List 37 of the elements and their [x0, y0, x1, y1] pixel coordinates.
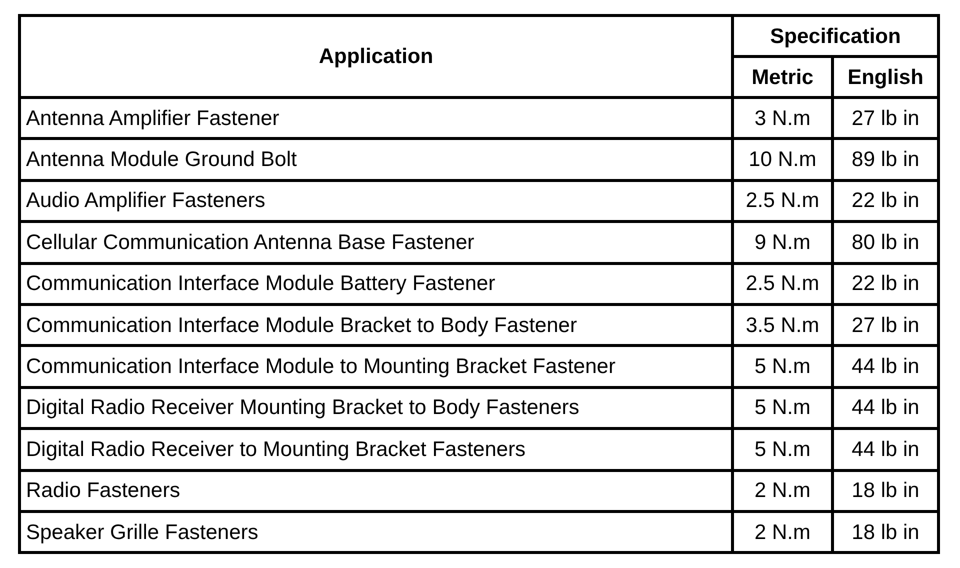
table-cell: Radio Fasteners: [20, 470, 732, 512]
table-cell: 10 N.m: [732, 138, 832, 180]
column-header: Metric: [732, 56, 832, 98]
table-cell: 2.5 N.m: [732, 180, 832, 222]
table-cell: 2 N.m: [732, 470, 832, 512]
table-cell: 22 lb in: [832, 180, 938, 222]
table-cell: 5 N.m: [732, 387, 832, 429]
table-cell: Cellular Communication Antenna Base Fastener: [20, 222, 732, 264]
table-cell: 2.5 N.m: [732, 263, 832, 304]
table-cell: Antenna Amplifier Fastener: [20, 98, 732, 139]
table-cell: 3.5 N.m: [732, 304, 832, 346]
table-cell: Audio Amplifier Fasteners: [20, 180, 732, 222]
column-header: Application: [20, 16, 732, 98]
table-cell: 44 lb in: [832, 387, 938, 429]
table-cell: Communication Interface Module Bracket to Body Fastener: [20, 304, 732, 346]
table-cell: 9 N.m: [732, 222, 832, 264]
table-cell: Antenna Module Ground Bolt: [20, 138, 732, 180]
table-cell: 5 N.m: [732, 428, 832, 470]
table-cell: Communication Interface Module to Mounting Bracket Fastener: [20, 346, 732, 388]
table-cell: 27 lb in: [832, 304, 938, 346]
table-cell: 2 N.m: [732, 511, 832, 553]
table-cell: 80 lb in: [832, 222, 938, 264]
table-cell: 5 N.m: [732, 346, 832, 388]
column-header: English: [832, 56, 938, 98]
table-cell: Digital Radio Receiver Mounting Bracket to Body Fasteners: [20, 387, 732, 429]
table-cell: Speaker Grille Fasteners: [20, 511, 732, 553]
table-cell: 18 lb in: [832, 511, 938, 553]
table-cell: Communication Interface Module Battery Fastener: [20, 263, 732, 304]
table-cell: 3 N.m: [732, 98, 832, 139]
table-cell: 89 lb in: [832, 138, 938, 180]
table-cell: Digital Radio Receiver to Mounting Bracket Fasteners: [20, 428, 732, 470]
table-cell: 44 lb in: [832, 346, 938, 388]
table-cell: 44 lb in: [832, 428, 938, 470]
table-cell: 18 lb in: [832, 470, 938, 512]
table-cell: 27 lb in: [832, 98, 938, 139]
column-header: Specification: [732, 16, 938, 56]
table-cell: 22 lb in: [832, 263, 938, 304]
